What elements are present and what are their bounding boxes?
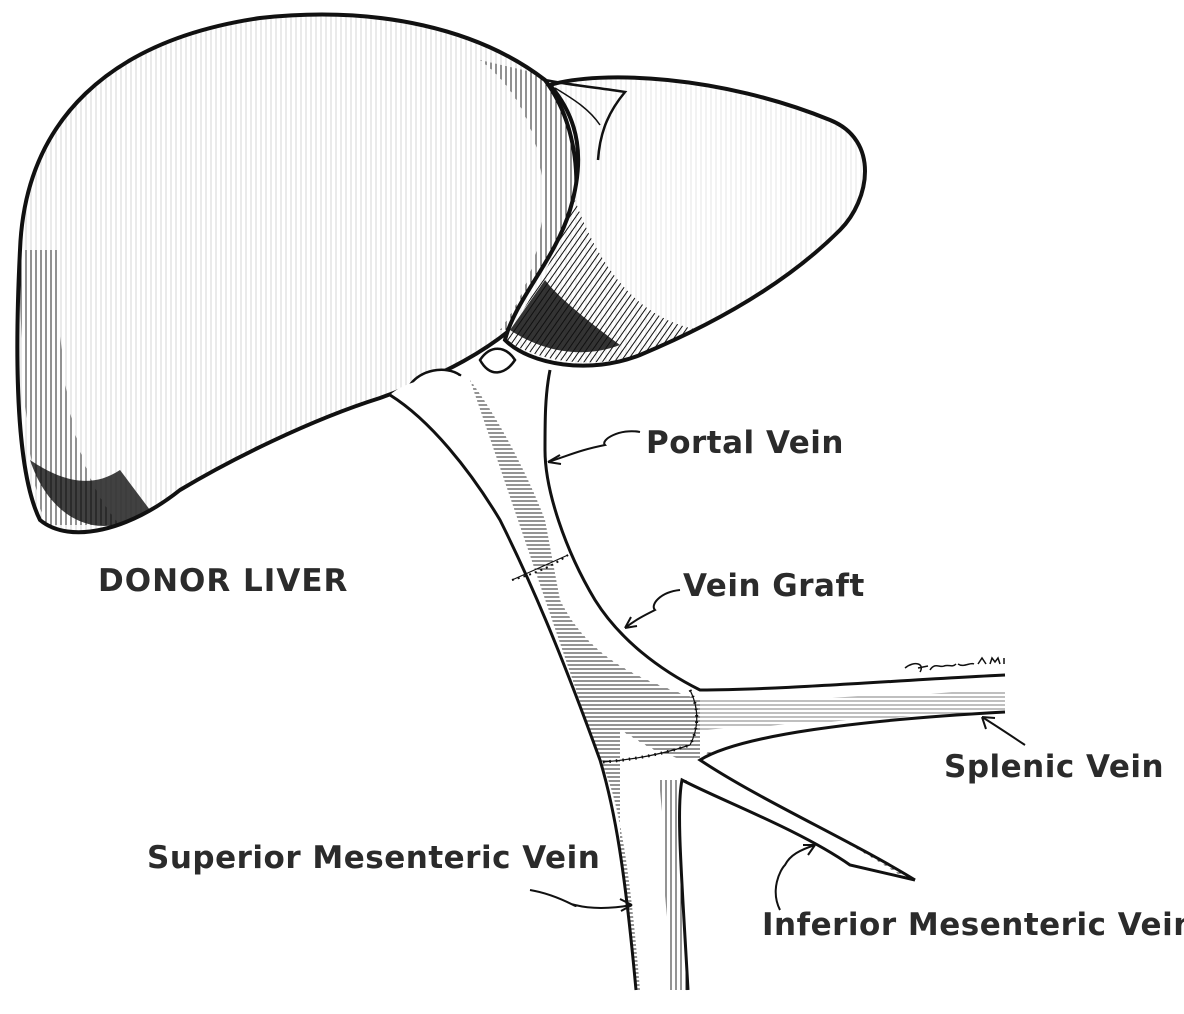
portal-vein-arrow [548, 431, 640, 462]
portal-vein-label: Portal Vein [646, 428, 844, 459]
vein-graft-label: Vein Graft [683, 571, 865, 602]
superior-mesenteric-arrow [530, 890, 632, 908]
artist-signature [905, 658, 1004, 672]
donor-liver-label: DONOR LIVER [98, 566, 348, 597]
splenic-vein-arrow [982, 717, 1025, 745]
vein-system [390, 370, 1005, 990]
splenic-vein-label: Splenic Vein [944, 752, 1164, 783]
superior-mesenteric-vein-label: Superior Mesenteric Vein [147, 843, 600, 874]
vein-graft-arrow [625, 590, 680, 628]
inferior-mesenteric-vein-label: Inferior Mesenteric Vein [762, 910, 1184, 941]
